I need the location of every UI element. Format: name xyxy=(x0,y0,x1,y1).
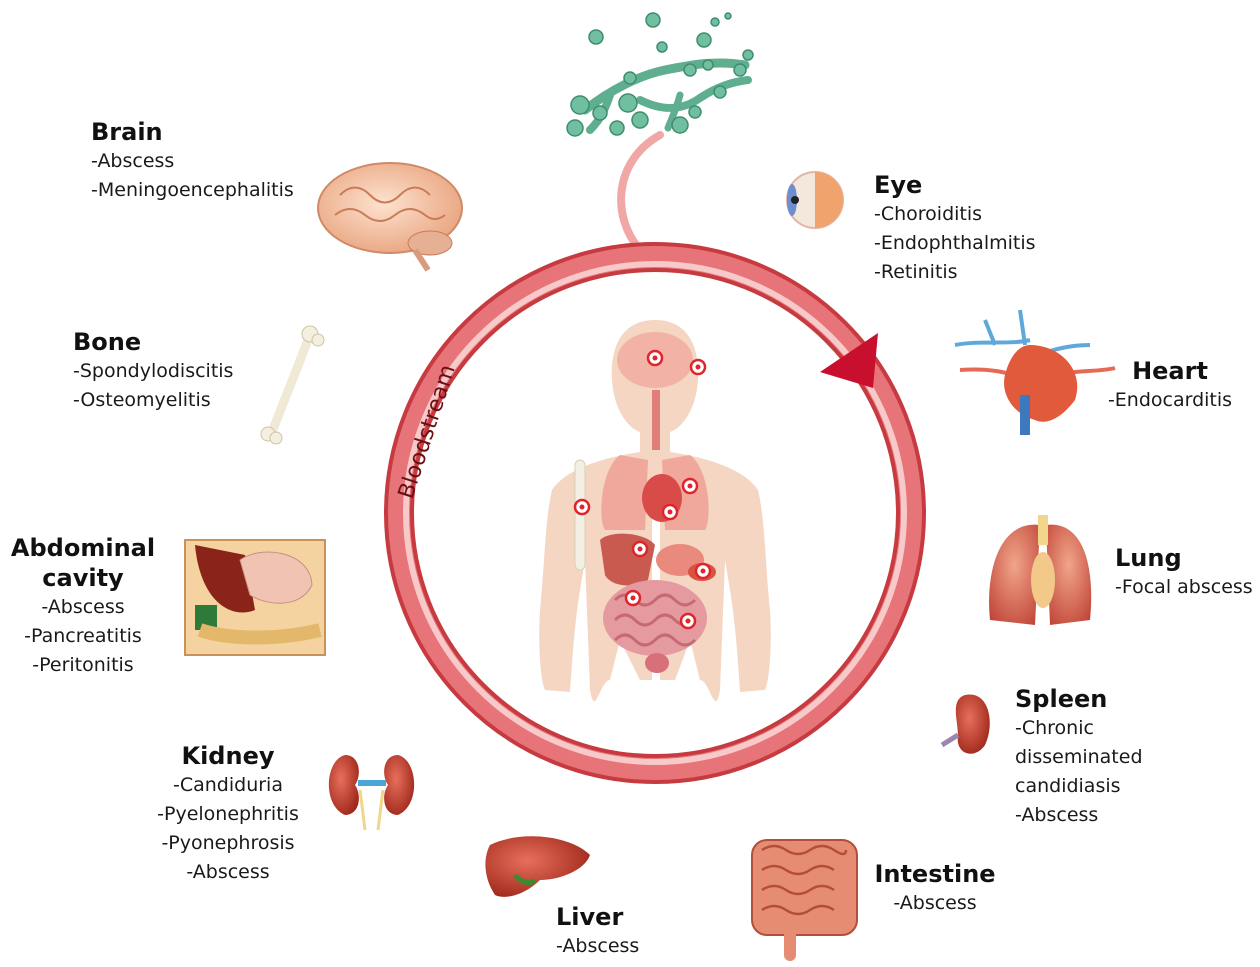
bone-illustration xyxy=(261,326,324,444)
abdominal-item: -Peritonitis xyxy=(8,651,158,680)
liver-title: Liver xyxy=(556,902,639,932)
intestine-label-group: Intestine -Abscess xyxy=(870,859,1000,918)
brain-item: -Meningoencephalitis xyxy=(91,176,294,205)
eye-illustration xyxy=(787,172,843,228)
spleen-item: disseminated xyxy=(1015,743,1143,772)
spleen-item: -Chronic xyxy=(1015,714,1143,743)
kidney-label-group: Kidney -Candiduria -Pyelonephritis -Pyon… xyxy=(148,741,308,887)
kidney-title: Kidney xyxy=(148,741,308,771)
human-body xyxy=(539,320,771,701)
fungus-illustration xyxy=(567,13,753,136)
intestine-item: -Abscess xyxy=(870,889,1000,918)
spleen-label-group: Spleen -Chronic disseminated candidiasis… xyxy=(1015,684,1143,830)
lung-item: -Focal abscess xyxy=(1115,573,1253,602)
lung-label-group: Lung -Focal abscess xyxy=(1115,543,1253,602)
brain-title: Brain xyxy=(91,117,294,147)
heart-title: Heart xyxy=(1100,356,1240,386)
kidney-illustration xyxy=(329,755,414,830)
intestine-title: Intestine xyxy=(870,859,1000,889)
abdominal-title-line1: Abdominal xyxy=(8,533,158,563)
lung-title: Lung xyxy=(1115,543,1253,573)
kidney-item: -Candiduria xyxy=(148,771,308,800)
eye-title: Eye xyxy=(874,170,1036,200)
heart-label-group: Heart -Endocarditis xyxy=(1100,356,1240,415)
lung-illustration xyxy=(989,515,1091,625)
bone-item: -Spondylodiscitis xyxy=(73,357,233,386)
connector-tube xyxy=(621,135,660,250)
bone-label-group: Bone -Spondylodiscitis -Osteomyelitis xyxy=(73,327,233,415)
brain-illustration xyxy=(318,163,462,270)
abdominal-label-group: Abdominal cavity -Abscess -Pancreatitis … xyxy=(8,533,158,680)
liver-label-group: Liver -Abscess xyxy=(556,902,639,961)
kidney-item: -Abscess xyxy=(148,858,308,887)
brain-item: -Abscess xyxy=(91,147,294,176)
bone-title: Bone xyxy=(73,327,233,357)
abdominal-item: -Pancreatitis xyxy=(8,622,158,651)
eye-label-group: Eye -Choroiditis -Endophthalmitis -Retin… xyxy=(874,170,1036,287)
kidney-item: -Pyelonephritis xyxy=(148,800,308,829)
liver-item: -Abscess xyxy=(556,932,639,961)
intestine-illustration xyxy=(752,840,857,955)
spleen-illustration xyxy=(942,695,990,754)
kidney-item: -Pyonephrosis xyxy=(148,829,308,858)
brain-label-group: Brain -Abscess -Meningoencephalitis xyxy=(91,117,294,205)
abdominal-cavity-illustration xyxy=(185,540,325,655)
abdominal-title-line2: cavity xyxy=(8,563,158,593)
eye-item: -Endophthalmitis xyxy=(874,229,1036,258)
spleen-item: candidiasis xyxy=(1015,772,1143,801)
eye-item: -Retinitis xyxy=(874,258,1036,287)
spleen-item: -Abscess xyxy=(1015,801,1143,830)
liver-illustration xyxy=(485,836,590,897)
abdominal-item: -Abscess xyxy=(8,593,158,622)
heart-illustration xyxy=(955,310,1115,435)
bone-item: -Osteomyelitis xyxy=(73,386,233,415)
heart-item: -Endocarditis xyxy=(1100,386,1240,415)
eye-item: -Choroiditis xyxy=(874,200,1036,229)
spleen-title: Spleen xyxy=(1015,684,1143,714)
